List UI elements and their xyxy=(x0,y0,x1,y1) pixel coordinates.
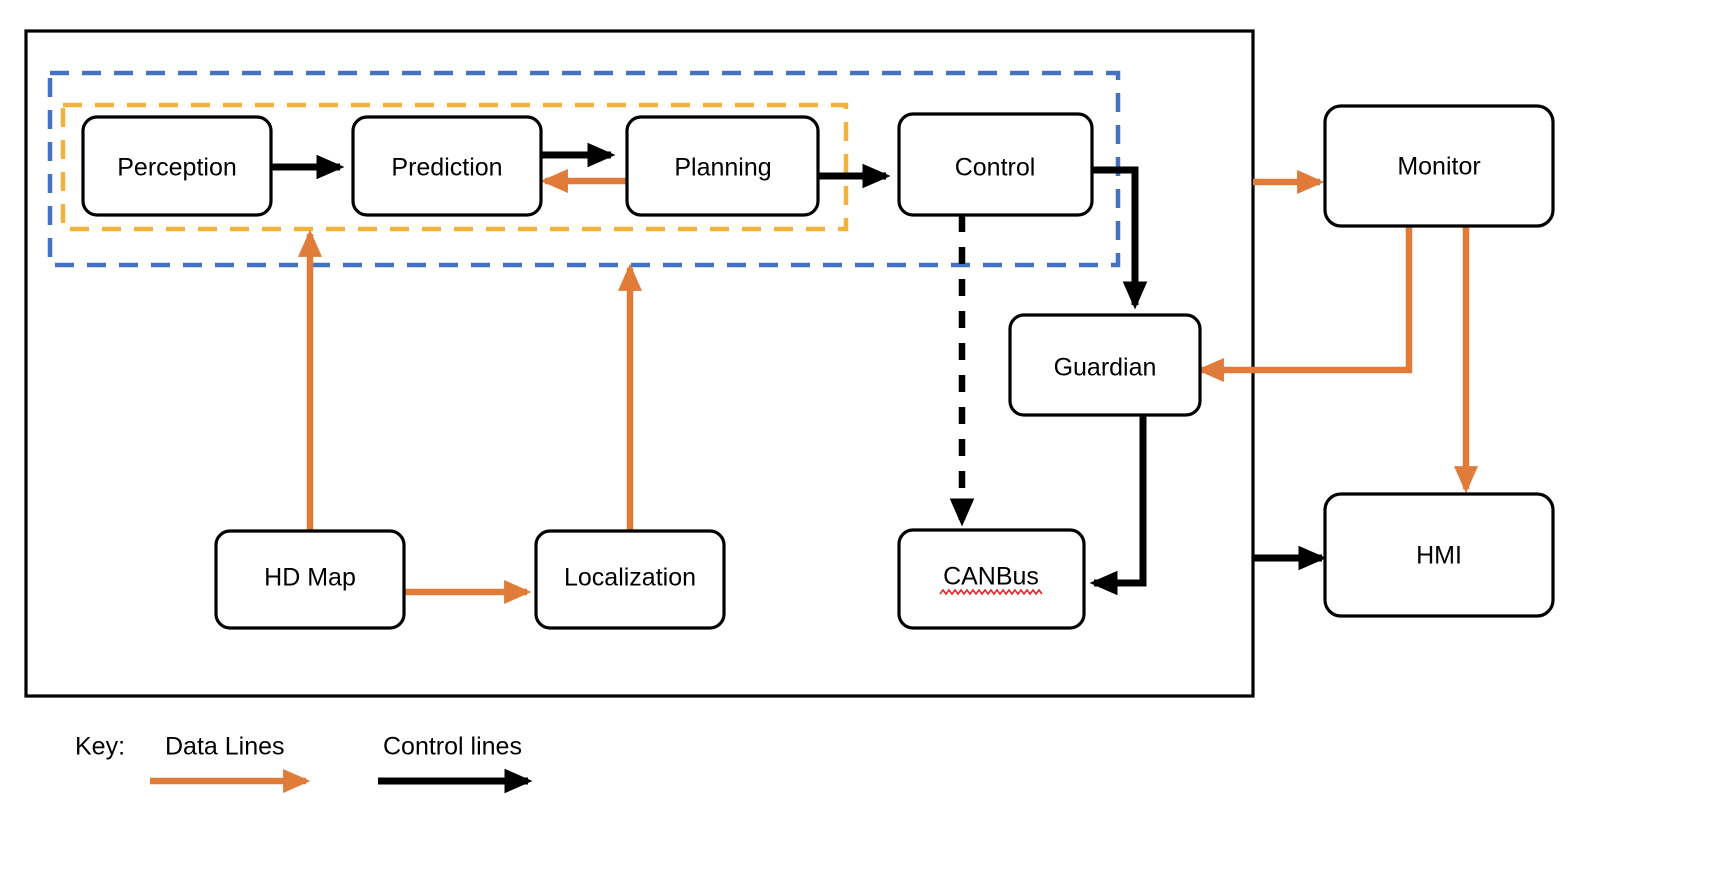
legend: Key: Data Lines Control lines xyxy=(75,733,533,794)
node-planning-box[interactable] xyxy=(625,115,820,217)
node-canbus-box[interactable] xyxy=(897,528,1086,630)
node-monitor-box[interactable] xyxy=(1323,104,1555,228)
node-perception-label: Perception xyxy=(117,154,237,182)
node-localization-box[interactable] xyxy=(534,529,726,630)
node-monitor[interactable]: Monitor xyxy=(1323,104,1555,228)
node-guardian-box[interactable] xyxy=(1008,313,1202,417)
node-hmi-label: HMI xyxy=(1416,542,1462,570)
node-control[interactable]: Control xyxy=(897,112,1094,217)
node-localization[interactable]: Localization xyxy=(534,529,726,630)
node-perception-box[interactable] xyxy=(81,115,273,217)
node-control-label: Control xyxy=(955,154,1036,182)
node-canbus[interactable]: CANBus xyxy=(897,528,1086,630)
node-hdmap[interactable]: HD Map xyxy=(214,529,406,630)
legend-data-label: Data Lines xyxy=(165,733,285,761)
node-planning-label: Planning xyxy=(674,154,771,182)
node-canbus-label: CANBus xyxy=(943,563,1039,591)
legend-control-label: Control lines xyxy=(383,733,522,761)
legend-key-label: Key: xyxy=(75,733,125,761)
node-monitor-label: Monitor xyxy=(1397,153,1480,181)
node-prediction-box[interactable] xyxy=(351,115,543,217)
node-hmi[interactable]: HMI xyxy=(1323,492,1555,618)
node-guardian-label: Guardian xyxy=(1054,354,1157,382)
canbus-spellcheck-underline xyxy=(939,588,1043,596)
node-planning[interactable]: Planning xyxy=(625,115,820,217)
node-hdmap-label: HD Map xyxy=(264,564,356,592)
system-boundary-frame xyxy=(24,29,1255,698)
node-hdmap-box[interactable] xyxy=(214,529,406,630)
edge-monitor-to-guardian xyxy=(1196,226,1413,383)
node-perception[interactable]: Perception xyxy=(81,115,273,217)
node-hmi-box[interactable] xyxy=(1323,492,1555,618)
edge-guardian-to-canbus xyxy=(1089,414,1147,596)
node-guardian[interactable]: Guardian xyxy=(1008,313,1202,417)
node-prediction-label: Prediction xyxy=(391,154,502,182)
node-prediction[interactable]: Prediction xyxy=(351,115,543,217)
node-control-box[interactable] xyxy=(897,112,1094,217)
edge-control-to-guardian xyxy=(1092,166,1148,310)
group-boundary-yellow xyxy=(60,102,849,232)
node-localization-label: Localization xyxy=(564,564,696,592)
